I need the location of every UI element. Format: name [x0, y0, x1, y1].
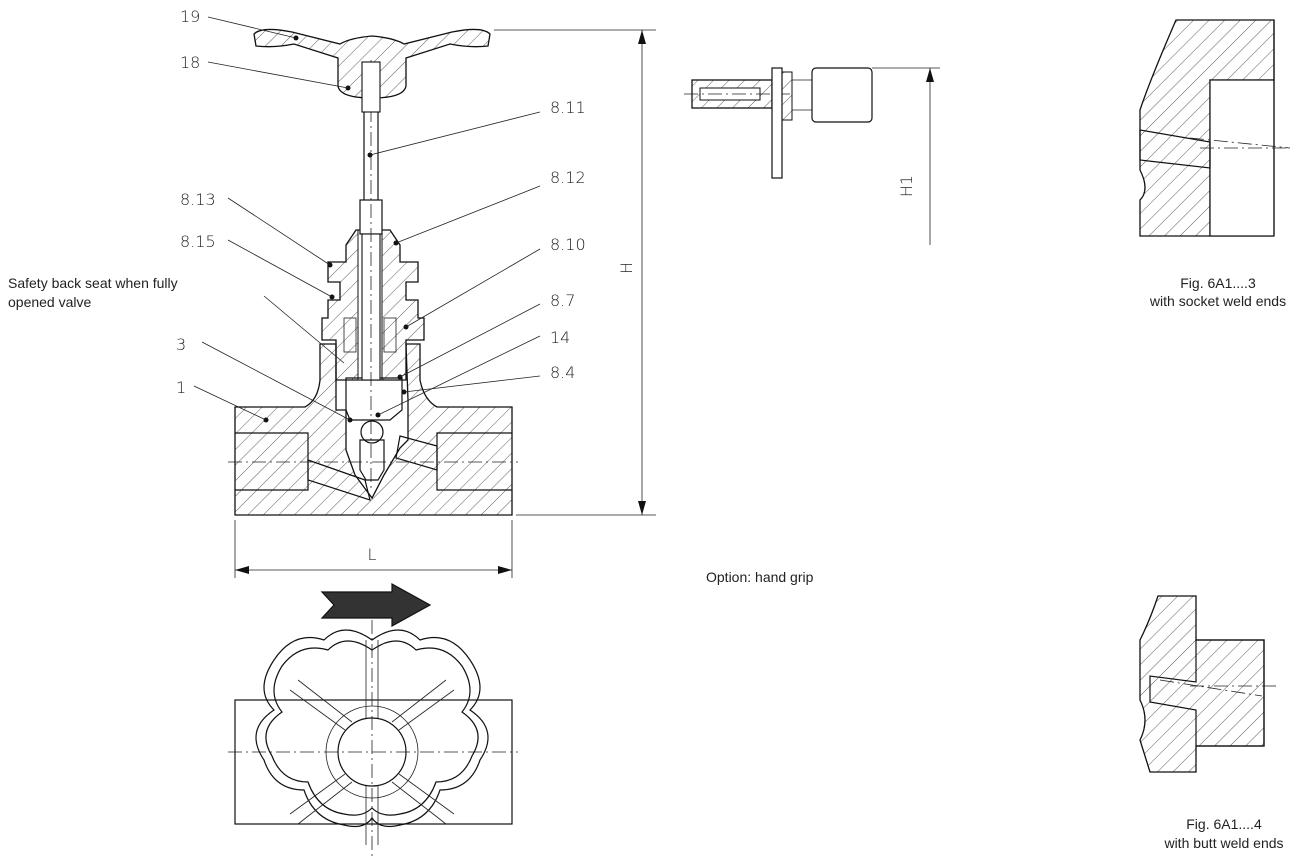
part-label-8-12: 8.12 — [550, 168, 586, 187]
butt-weld-detail: Fig. 6A1....4 with butt weld ends — [1139, 595, 1284, 851]
dimension-l: L — [234, 520, 513, 578]
part-label-8-4: 8.4 — [550, 363, 575, 382]
dimension-label-h1: H1 — [897, 175, 916, 197]
part-label-8-13: 8.13 — [180, 190, 216, 209]
dimension-label-h: H — [617, 262, 636, 274]
back-seat-note-line2: opened valve — [8, 294, 92, 310]
fig-butt-title: Fig. 6A1....4 — [1186, 816, 1262, 832]
fig-butt-subtitle: with butt weld ends — [1163, 835, 1283, 851]
part-label-19: 19 — [180, 7, 200, 26]
part-label-3: 3 — [176, 335, 186, 354]
valve-body — [234, 343, 513, 516]
part-label-8-10: 8.10 — [550, 235, 586, 254]
dimension-h: H — [494, 29, 656, 516]
hand-grip-view: H1 Option: hand grip — [684, 67, 940, 585]
part-label-14: 14 — [550, 328, 570, 347]
part-label-8-7: 8.7 — [550, 291, 575, 310]
flow-arrow-icon — [320, 582, 432, 628]
part-label-1: 1 — [176, 378, 186, 397]
part-label-8-11: 8.11 — [550, 98, 586, 117]
valve-section-view: 19 18 8.11 8.12 8.13 8.15 8.10 8.7 14 8.… — [8, 7, 656, 578]
valve-top-view — [228, 620, 518, 860]
socket-weld-detail: Fig. 6A1....3 with socket weld ends — [1139, 19, 1291, 309]
back-seat-note-line1: Safety back seat when fully — [8, 275, 178, 291]
fig-socket-subtitle: with socket weld ends — [1149, 293, 1286, 309]
part-label-8-15: 8.15 — [180, 232, 216, 251]
hand-grip-caption: Option: hand grip — [706, 569, 814, 585]
part-label-18: 18 — [180, 53, 200, 72]
fig-socket-title: Fig. 6A1....3 — [1180, 275, 1256, 291]
dimension-label-l: L — [368, 545, 377, 564]
